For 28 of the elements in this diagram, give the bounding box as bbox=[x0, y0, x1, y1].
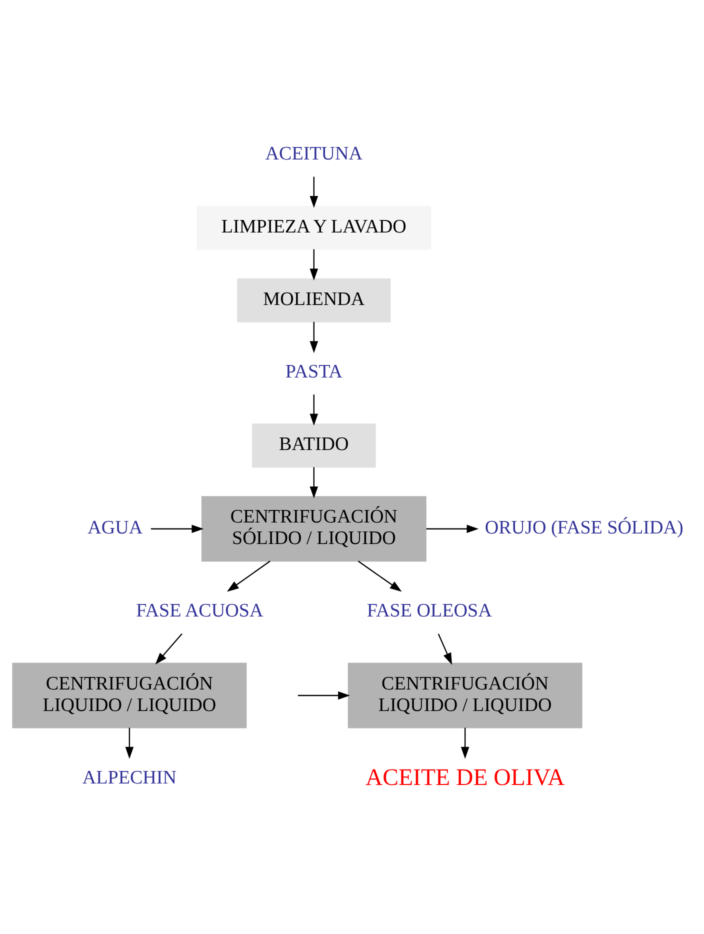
node-text: PASTA bbox=[285, 362, 342, 382]
node-text: ORUJO (FASE SÓLIDA) bbox=[484, 517, 684, 538]
arrow bbox=[226, 560, 270, 592]
arrow bbox=[150, 524, 204, 534]
node-text: ACEITE DE OLIVA bbox=[365, 764, 565, 791]
node-text: FASE OLEOSA bbox=[366, 600, 492, 622]
arrow bbox=[155, 633, 182, 665]
node-text: ACEITUNA bbox=[265, 144, 363, 165]
node-box: BATIDO bbox=[252, 424, 376, 468]
node-box: MOLIENDA bbox=[237, 278, 391, 322]
node-text: FASE ACUOSA bbox=[136, 600, 264, 622]
arrow bbox=[310, 394, 318, 426]
arrow bbox=[310, 322, 318, 354]
node-text: ALPECHIN bbox=[82, 767, 176, 788]
arrow bbox=[426, 524, 479, 534]
arrow bbox=[460, 728, 470, 759]
node-text: AGUA bbox=[88, 517, 143, 538]
node-box: CENTRIFUGACIÓN LIQUIDO / LIQUIDO bbox=[348, 662, 582, 728]
arrow bbox=[358, 560, 402, 592]
arrow bbox=[310, 467, 318, 498]
arrow bbox=[438, 634, 452, 665]
node-box: CENTRIFUGACIÓN LIQUIDO / LIQUIDO bbox=[12, 662, 247, 728]
node-box: LIMPIEZA Y LAVADO bbox=[196, 206, 432, 250]
node-box: CENTRIFUGACIÓN SÓLIDO / LIQUIDO bbox=[201, 496, 426, 562]
arrow bbox=[298, 691, 350, 700]
arrow bbox=[310, 249, 318, 280]
arrow bbox=[125, 728, 134, 759]
arrow bbox=[310, 176, 318, 208]
